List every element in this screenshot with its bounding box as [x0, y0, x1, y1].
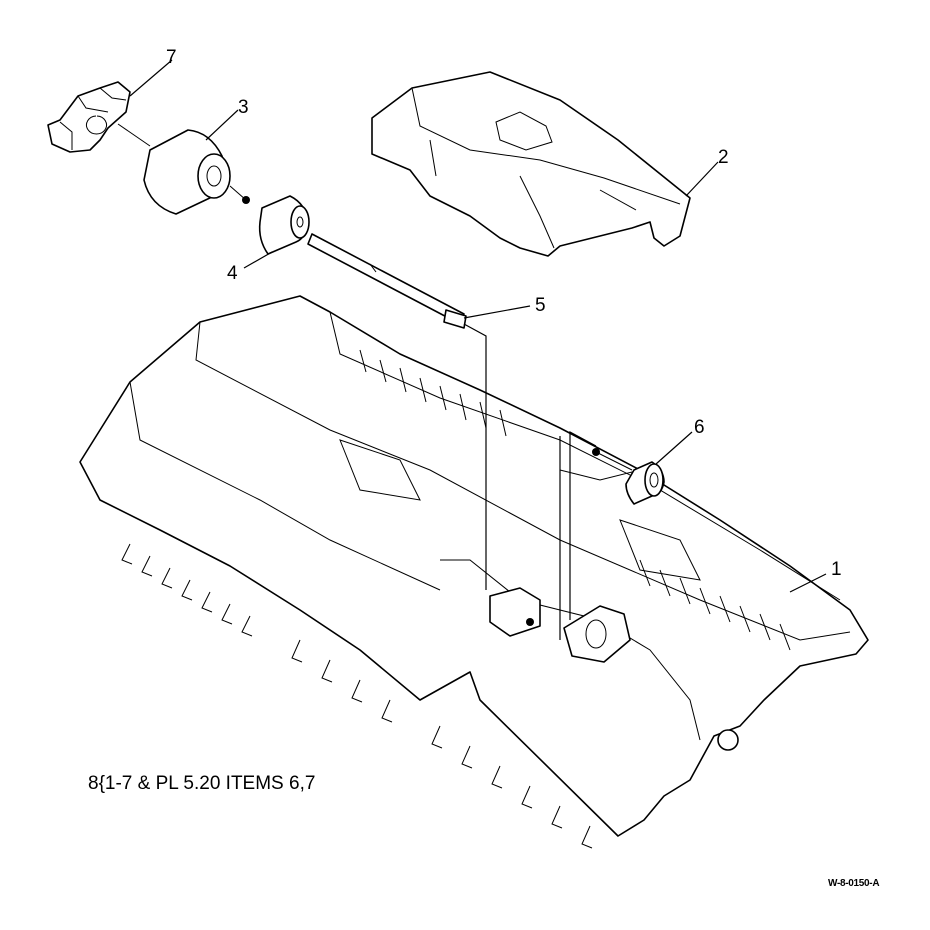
- callout-leaders: [129, 59, 827, 640]
- callout-6: 6: [694, 417, 705, 438]
- part-3-roller[interactable]: [117, 123, 231, 215]
- callout-3: 3: [238, 97, 249, 118]
- part-4-small-roller[interactable]: [258, 195, 310, 255]
- parts-note: 8{1-7 & PL 5.20 ITEMS 6,7: [88, 773, 316, 794]
- part-1-chute-frame[interactable]: [79, 295, 869, 849]
- part-5-shaft[interactable]: [307, 233, 467, 329]
- part-6-bushing[interactable]: [625, 461, 665, 505]
- figure-id: W-8-0150-A: [828, 878, 880, 889]
- callout-4: 4: [227, 263, 238, 284]
- part-2-cover[interactable]: [371, 71, 691, 257]
- part-7-bracket[interactable]: [47, 81, 131, 153]
- callout-1: 1: [831, 559, 842, 580]
- callout-5: 5: [535, 295, 546, 316]
- callout-2: 2: [718, 147, 729, 168]
- callout-7: 7: [166, 47, 177, 68]
